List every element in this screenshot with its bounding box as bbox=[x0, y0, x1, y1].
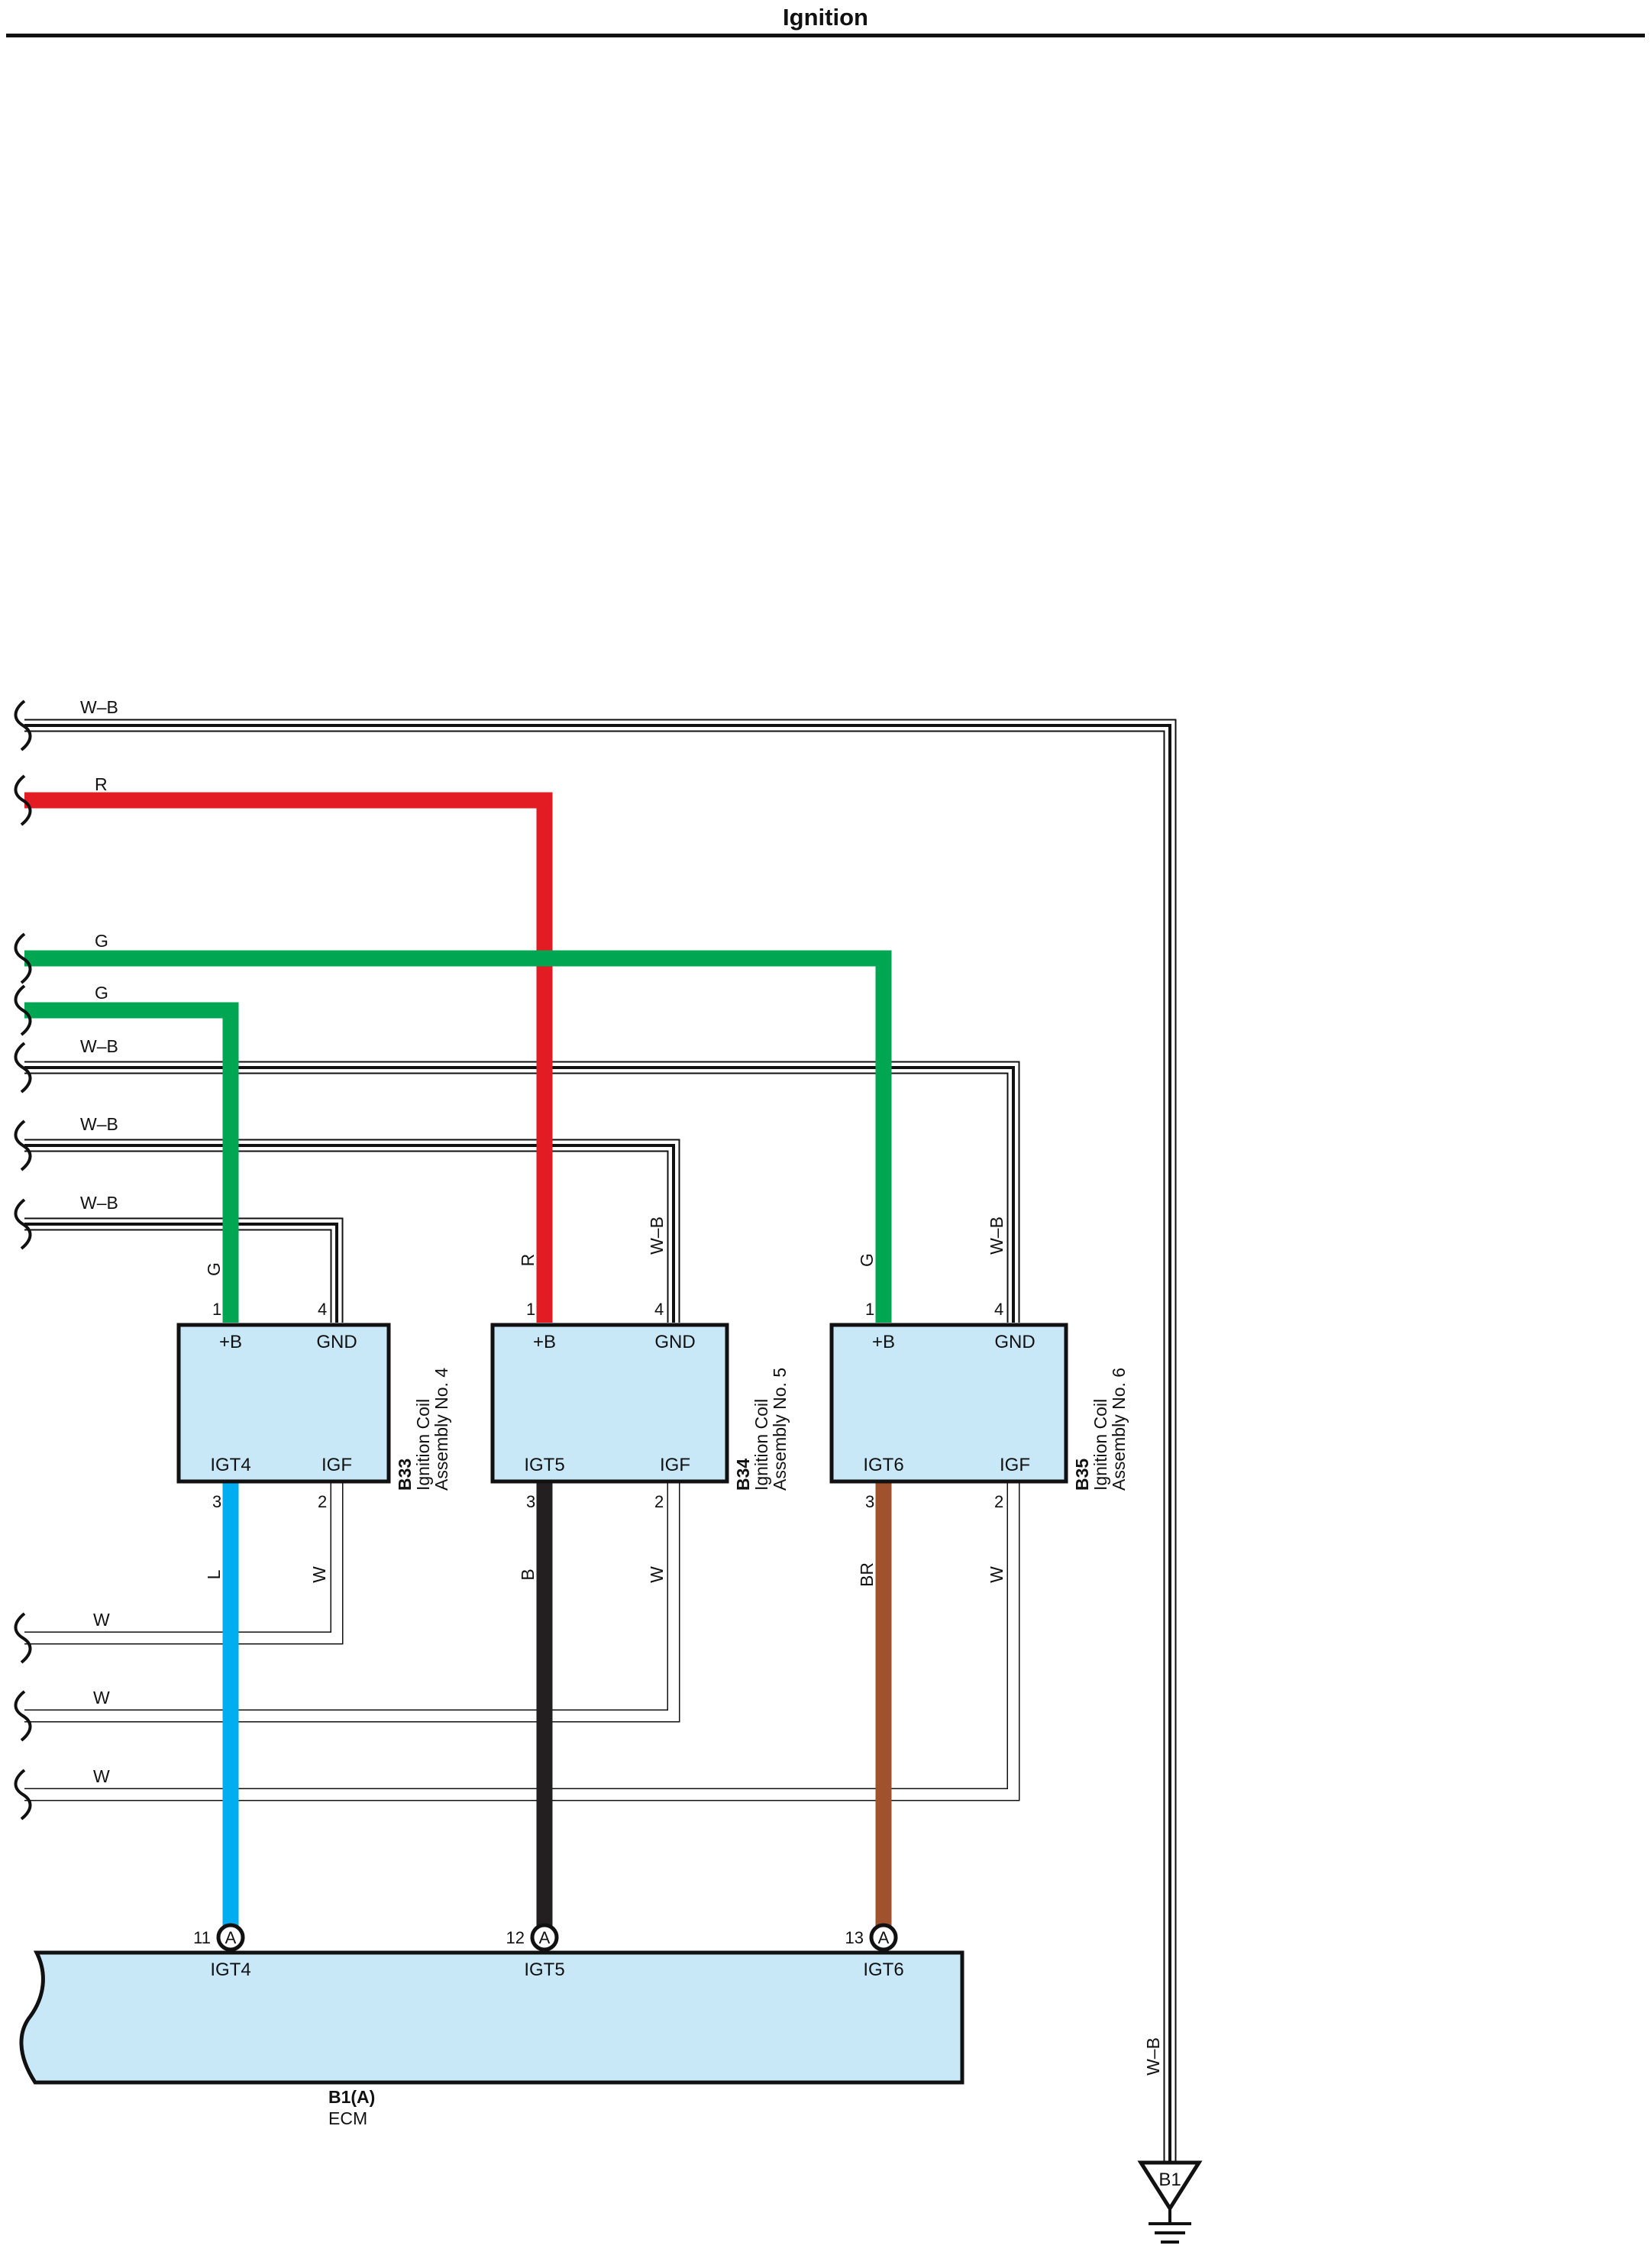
pin-number: 2 bbox=[654, 1492, 664, 1511]
input-label: W–B bbox=[80, 1114, 118, 1134]
connector-circle bbox=[216, 1923, 245, 1952]
pin-number: 11 bbox=[193, 1928, 211, 1947]
terminal-label: IGT6 bbox=[863, 1455, 903, 1475]
wire-label: B bbox=[518, 1569, 538, 1580]
component-code: B35 bbox=[1072, 1459, 1092, 1491]
pin-number: 13 bbox=[845, 1928, 864, 1947]
terminal-label: IGF bbox=[1000, 1455, 1030, 1475]
wire-label: R bbox=[518, 1254, 538, 1267]
input-label: W–B bbox=[80, 697, 118, 717]
ignition-coil-b34: 1 4 3 2 +B GND IGT5 IGF B34 Ignition Coi… bbox=[490, 1300, 790, 1511]
wire-label: W bbox=[987, 1566, 1006, 1583]
terminal-label: GND bbox=[994, 1332, 1035, 1352]
ignition-coil-b33: 1 4 3 2 +B GND IGT4 IGF B33 Ignition Coi… bbox=[176, 1300, 451, 1511]
component-box bbox=[490, 1323, 729, 1484]
pin-number: 1 bbox=[212, 1300, 221, 1319]
wb-ground-wire-top bbox=[24, 719, 1177, 2169]
pin-number: 2 bbox=[994, 1492, 1003, 1511]
wire-label: L bbox=[204, 1569, 224, 1579]
input-label: G bbox=[95, 931, 108, 951]
terminal-label: IGT5 bbox=[524, 1959, 564, 1980]
wire-label: W bbox=[647, 1566, 667, 1583]
connector-letter: A bbox=[539, 1928, 551, 1947]
terminal-label: IGF bbox=[321, 1455, 352, 1475]
input-label: W bbox=[93, 1610, 110, 1630]
wire-label: W bbox=[309, 1566, 329, 1583]
w-wire-coil6-igf bbox=[24, 1483, 1020, 1801]
wire-break-symbols bbox=[14, 699, 32, 1821]
wire-label: BR bbox=[857, 1562, 877, 1587]
terminal-label: GND bbox=[316, 1332, 357, 1352]
wire-label: G bbox=[204, 1262, 224, 1276]
component-name: ECM bbox=[328, 2108, 367, 2128]
component-code: B34 bbox=[733, 1459, 753, 1491]
pin-number: 3 bbox=[212, 1492, 221, 1511]
component-name-line2: Assembly No. 6 bbox=[1109, 1368, 1129, 1491]
ground-b1: B1 bbox=[1137, 2160, 1203, 2244]
component-code: B33 bbox=[395, 1459, 415, 1491]
input-label: W bbox=[93, 1688, 110, 1707]
vertical-wire-labels: G L W R W–B B W G W–B BR W W–B bbox=[204, 1216, 1163, 2076]
wb-wire-coil4-gnd bbox=[24, 1217, 344, 1323]
component-box bbox=[829, 1323, 1068, 1484]
input-label: G bbox=[95, 983, 108, 1003]
ignition-coil-b35: 1 4 3 2 +B GND IGT6 IGF B35 Ignition Coi… bbox=[829, 1300, 1129, 1511]
terminal-label: IGF bbox=[660, 1455, 690, 1475]
input-label: W–B bbox=[80, 1036, 118, 1056]
w-wire-coil5-igf bbox=[24, 1483, 680, 1723]
pin-number: 3 bbox=[526, 1492, 535, 1511]
pin-number: 4 bbox=[654, 1300, 664, 1319]
w-wire-coil4-igf bbox=[24, 1483, 344, 1645]
wire-green-coil4-b bbox=[24, 1002, 239, 1323]
input-label: W bbox=[93, 1766, 110, 1786]
component-name-line2: Assembly No. 5 bbox=[770, 1368, 790, 1491]
wb-wire-coil5-gnd bbox=[24, 1139, 680, 1323]
pin-number: 2 bbox=[318, 1492, 327, 1511]
terminal-label: IGT4 bbox=[210, 1959, 250, 1980]
component-name: Ignition Coil bbox=[751, 1399, 771, 1491]
header-rule bbox=[6, 34, 1645, 37]
connector-circle bbox=[869, 1923, 898, 1952]
wb-wire-coil6-gnd bbox=[24, 1061, 1020, 1323]
connector-circle bbox=[530, 1923, 559, 1952]
ecm-b1: A A A 11 12 13 IGT4 IGT5 IGT6 B1(A) ECM bbox=[19, 1923, 964, 2128]
pin-number: 4 bbox=[994, 1300, 1003, 1319]
terminal-label: +B bbox=[533, 1332, 556, 1352]
wire-label: W–B bbox=[987, 1216, 1006, 1255]
terminal-label: GND bbox=[654, 1332, 695, 1352]
pin-number: 4 bbox=[318, 1300, 327, 1319]
ground-triangle bbox=[1137, 2160, 1203, 2212]
input-label: W–B bbox=[80, 1193, 118, 1213]
input-wire-labels: W–B R G G W–B W–B W–B W W W bbox=[80, 697, 118, 1786]
terminal-label: IGT6 bbox=[863, 1959, 903, 1980]
terminal-label: IGT4 bbox=[210, 1455, 250, 1475]
terminal-label: +B bbox=[872, 1332, 895, 1352]
pin-number: 3 bbox=[865, 1492, 874, 1511]
wire-red-coil5-b bbox=[24, 792, 553, 1323]
pin-number: 1 bbox=[865, 1300, 874, 1319]
ground-label: B1 bbox=[1158, 2169, 1181, 2190]
wire-label: W–B bbox=[1143, 2037, 1163, 2076]
pin-number: 12 bbox=[506, 1928, 525, 1947]
input-label: R bbox=[95, 774, 108, 794]
connector-letter: A bbox=[225, 1928, 237, 1947]
component-box bbox=[19, 1950, 964, 2085]
terminal-label: IGT5 bbox=[524, 1455, 564, 1475]
component-box bbox=[176, 1323, 391, 1484]
page-title: Ignition bbox=[783, 4, 868, 31]
component-name: Ignition Coil bbox=[1090, 1399, 1110, 1491]
wire-green-coil6-b bbox=[24, 950, 892, 1323]
terminal-label: +B bbox=[219, 1332, 242, 1352]
component-name-line2: Assembly No. 4 bbox=[431, 1368, 451, 1491]
component-name: Ignition Coil bbox=[413, 1399, 433, 1491]
wire-label: G bbox=[857, 1253, 877, 1267]
connector-letter: A bbox=[878, 1928, 890, 1947]
wire-label: W–B bbox=[647, 1216, 667, 1255]
pin-number: 1 bbox=[526, 1300, 535, 1319]
component-code: B1(A) bbox=[328, 2087, 375, 2107]
